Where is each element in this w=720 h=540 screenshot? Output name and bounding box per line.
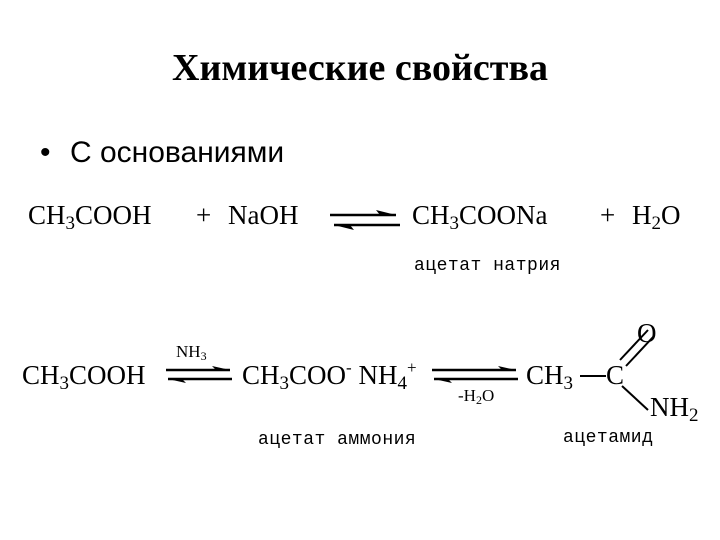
amide-carbon: C	[606, 360, 625, 390]
reaction1-product-caption: ацетат натрия	[414, 256, 561, 276]
reaction1-plus-2: +	[600, 200, 616, 230]
reaction1-water: H2O	[632, 200, 681, 234]
reaction2-amide-caption: ацетамид	[563, 428, 654, 448]
reaction2-salt-caption: ацетат аммония	[258, 430, 417, 450]
bullet-marker: •	[40, 136, 51, 169]
amide-bonds	[580, 329, 655, 411]
reaction2-acid: CH3COOH	[22, 360, 146, 394]
reaction2-salt: CH3COO- NH4+	[242, 358, 417, 394]
reaction2-condition: -H2O	[458, 386, 495, 407]
amide-amine-group: NH2	[650, 392, 699, 426]
reaction1-base: NaOH	[228, 200, 299, 230]
amide-methyl-group: CH3	[526, 360, 574, 394]
equilibrium-arrow-3	[432, 366, 518, 383]
amide-oxygen: O	[637, 318, 657, 348]
reaction2-reagent: NH3	[176, 342, 207, 363]
reaction1-acid: CH3COOH	[28, 200, 152, 234]
reaction1-plus-1: +	[196, 200, 212, 230]
reaction1-product: CH3COONa	[412, 200, 548, 234]
slide-title: Химические свойства	[172, 47, 548, 89]
equilibrium-arrow-2	[166, 366, 232, 383]
equilibrium-arrow-1	[330, 210, 400, 230]
bullet-text: С основаниями	[70, 136, 285, 169]
bullet-item: • С основаниями	[40, 136, 284, 170]
